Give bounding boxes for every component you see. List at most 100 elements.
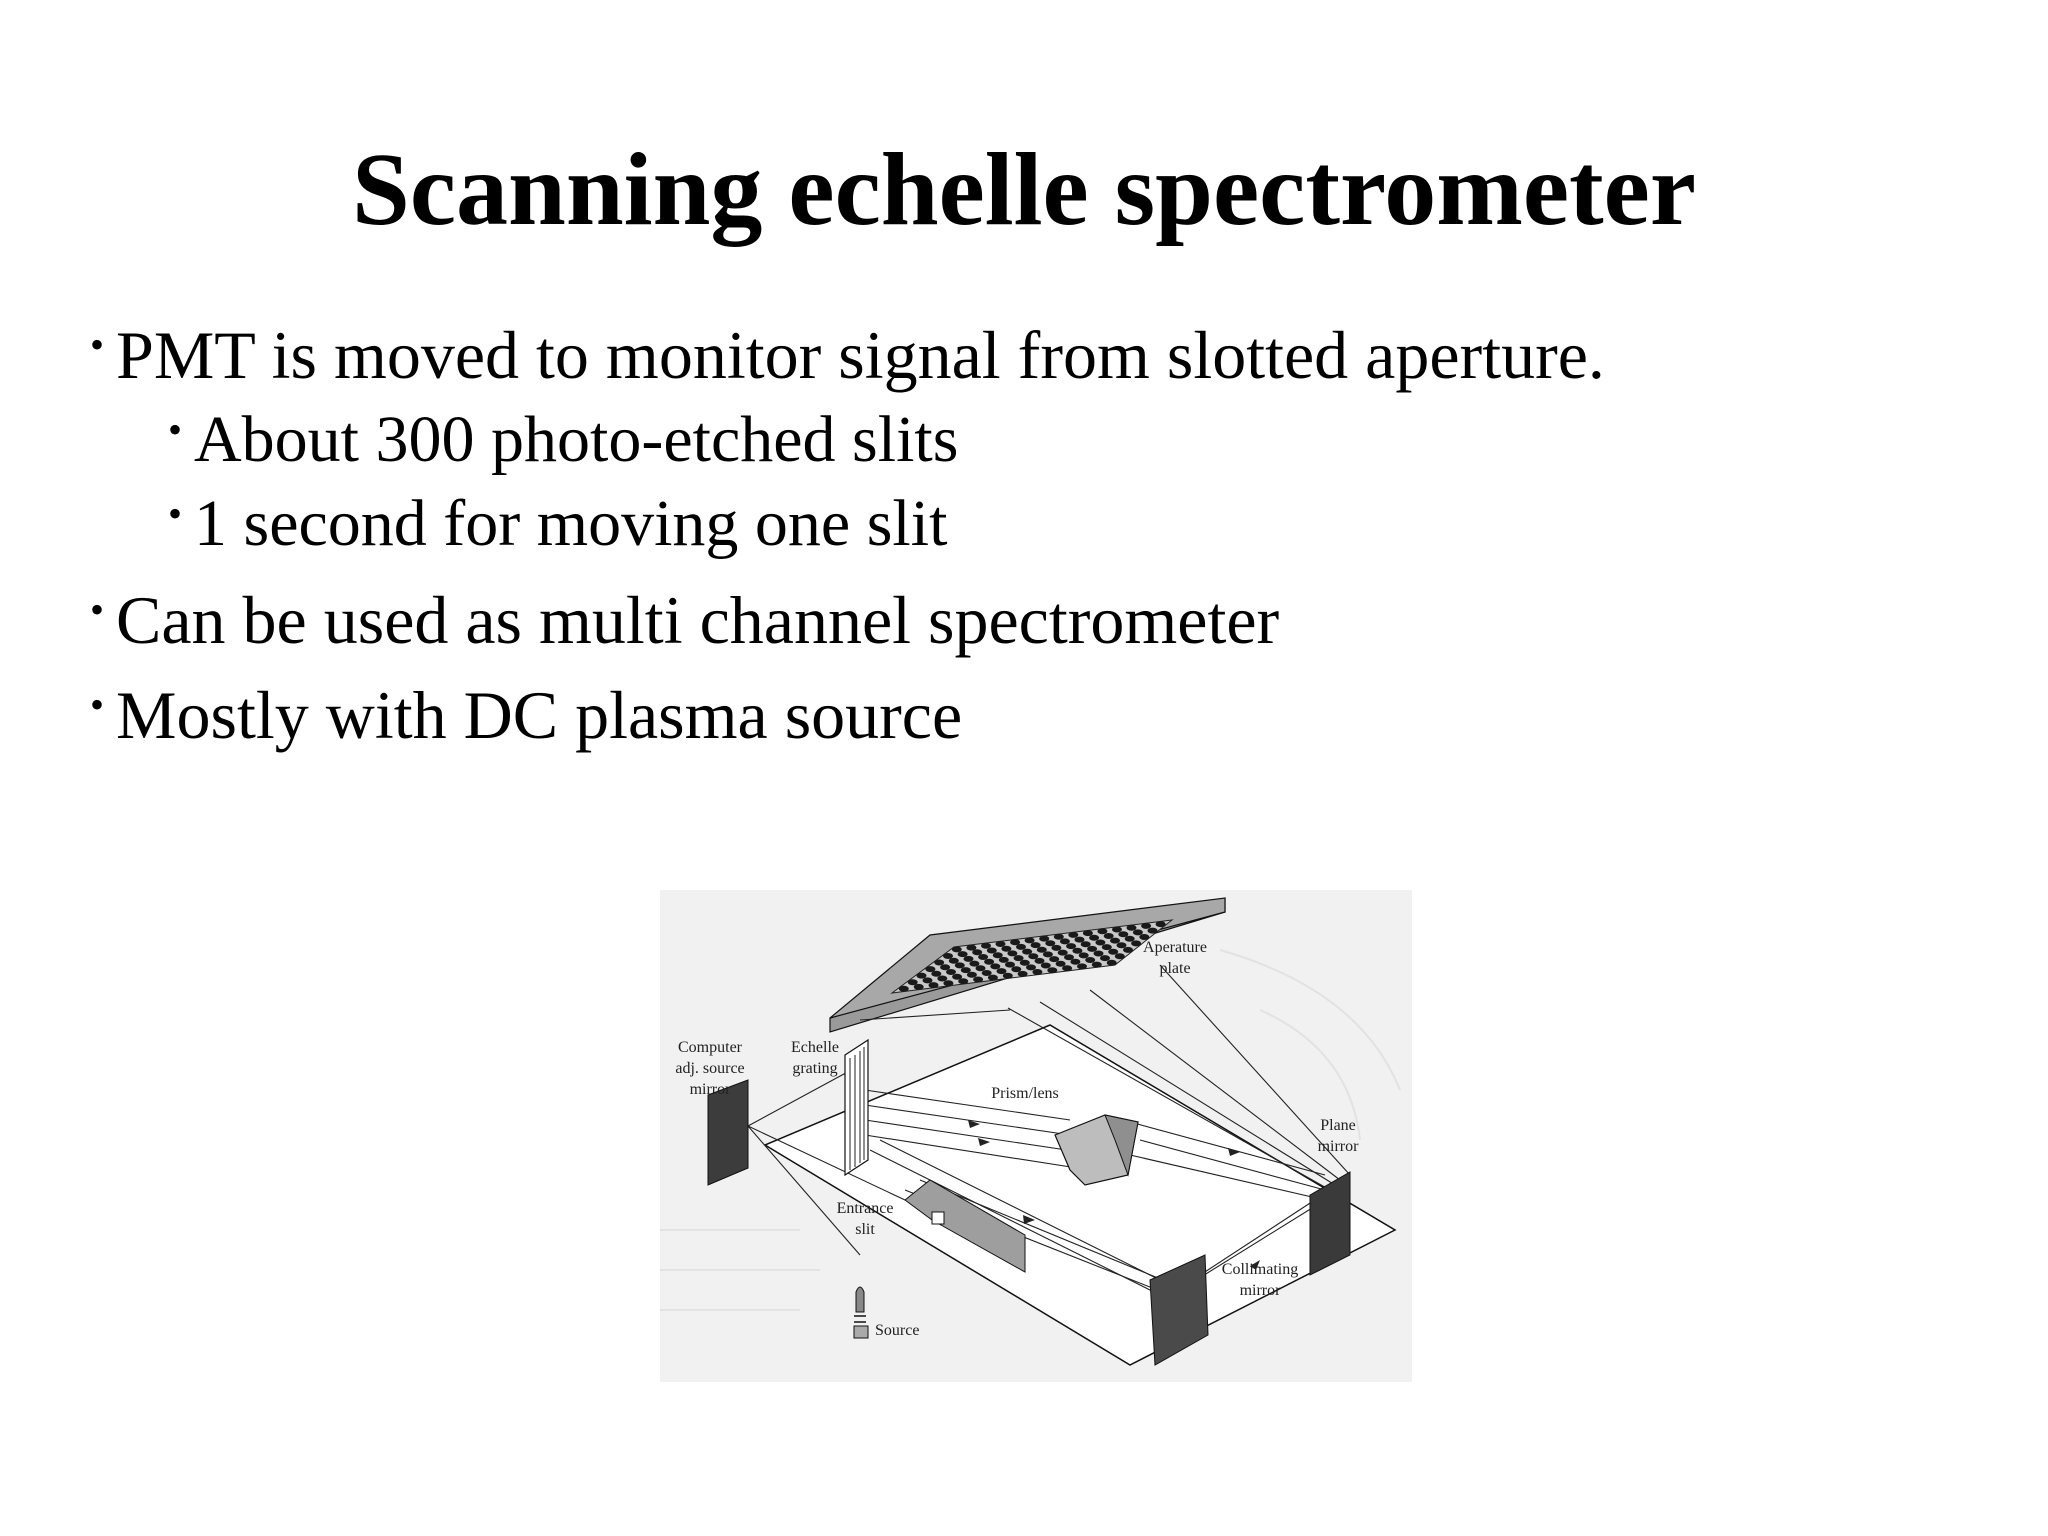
aperture-slot — [1131, 940, 1142, 947]
aperture-slot — [1072, 947, 1083, 954]
aperture-slot — [1011, 966, 1022, 973]
aperture-slot — [940, 964, 951, 971]
sub-bullet-item: •1 second for moving one slit — [168, 484, 947, 564]
aperture-slot — [1100, 955, 1110, 962]
aperture-slot — [1110, 937, 1120, 944]
aperture-slot — [1147, 927, 1158, 934]
spectrometer-diagram-svg: Aperature plate Computer adj. source mir… — [660, 890, 1412, 1382]
aperture-slot — [946, 969, 956, 975]
bullet-dot-icon: • — [168, 491, 183, 536]
source-lamp — [853, 1286, 869, 1339]
aperture-slot — [992, 952, 1003, 959]
aperture-slot — [1087, 945, 1098, 952]
aperture-slot — [1078, 952, 1089, 959]
sub-bullet-item: •About 300 photo-etched slits — [168, 400, 958, 480]
aperture-slots — [898, 921, 1166, 992]
aperture-slot — [995, 941, 1006, 947]
label-echelle-grating: Echelle — [791, 1039, 839, 1056]
aperture-slot — [958, 978, 969, 985]
bullet-item: •Mostly with DC plasma source — [90, 675, 962, 755]
aperture-slot — [1103, 933, 1114, 939]
aperture-slot — [1040, 962, 1051, 969]
aperture-slot — [1010, 939, 1021, 946]
aperture-slot — [1019, 959, 1030, 966]
aperture-slot — [1049, 956, 1060, 963]
aperture-slot — [975, 965, 986, 972]
bullet-item: •Can be used as multi channel spectromet… — [90, 580, 1279, 660]
aperture-slot — [1062, 965, 1073, 972]
bullet-text: About 300 photo-etched slits — [194, 403, 959, 476]
aperture-slot — [1036, 946, 1047, 953]
aperture-slot — [1053, 933, 1064, 940]
aperture-slot — [934, 959, 945, 966]
label-computer-mirror: Computer — [678, 1039, 743, 1056]
aperture-slot — [1026, 964, 1036, 971]
aperture-slot — [937, 975, 948, 982]
aperture-slot — [922, 977, 933, 984]
optical-rays — [747, 964, 1351, 1301]
aperture-slot — [1017, 970, 1028, 977]
aperture-slot — [1089, 934, 1100, 941]
label-aperture-plate: Aperature — [1143, 939, 1207, 956]
label-computer-mirror-2: adj. source — [675, 1060, 744, 1077]
base-platform — [763, 1024, 1397, 1366]
aperture-slot — [1059, 938, 1070, 945]
aperture-slot — [1068, 931, 1079, 938]
aperture-slot — [1155, 921, 1166, 928]
aperture-slot — [1028, 953, 1039, 960]
aperture-slot — [981, 942, 991, 949]
aperture-slot — [1101, 944, 1112, 951]
collimating-mirror — [1149, 1254, 1209, 1366]
label-collimating-mirror-2: mirror — [1240, 1282, 1282, 1299]
bullet-text: PMT is moved to monitor signal from slot… — [116, 317, 1605, 393]
aperture-slot — [1114, 953, 1125, 960]
aperture-slot — [1091, 961, 1102, 968]
bullet-item: •PMT is moved to monitor signal from slo… — [90, 315, 1605, 395]
aperture-slot — [960, 967, 971, 974]
aperture-slot — [963, 955, 974, 962]
ray-arrowheads — [968, 1120, 1260, 1270]
aperture-slot — [1106, 959, 1117, 966]
aperture-slot — [972, 949, 983, 956]
aperture-slot — [1022, 948, 1033, 955]
bullet-text: Mostly with DC plasma source — [116, 677, 963, 753]
aperture-slot — [1001, 945, 1012, 952]
aperture-slot — [1064, 954, 1074, 961]
bullet-dot-icon: • — [90, 587, 105, 632]
aperture-slot — [1045, 940, 1056, 947]
aperture-slot — [996, 968, 1007, 975]
aperture-slot — [1034, 957, 1045, 964]
bullet-dot-icon: • — [90, 322, 105, 367]
aperture-slot — [1024, 937, 1035, 944]
aperture-slot — [987, 974, 998, 981]
aperture-slot — [1080, 941, 1091, 948]
aperture-slot — [1051, 944, 1062, 951]
prism-lens — [1054, 1114, 1139, 1186]
aperture-slot — [1123, 946, 1133, 953]
label-prism-lens: Prism/lens — [991, 1085, 1059, 1102]
aperture-slot — [1070, 958, 1081, 965]
aperture-slot — [925, 966, 936, 973]
aperture-slot — [957, 951, 968, 958]
aperture-slot — [1082, 930, 1093, 937]
aperture-slot — [1007, 950, 1018, 957]
aperture-slot — [1042, 951, 1053, 958]
aperture-slot — [1039, 935, 1050, 942]
aperture-slot — [916, 972, 927, 979]
slide-title: Scanning echelle spectrometer — [352, 132, 1696, 247]
aperture-slot — [973, 976, 984, 983]
aperture-slot — [943, 953, 953, 959]
aperture-slot — [978, 954, 989, 960]
label-plane-mirror: Plane — [1320, 1117, 1356, 1134]
aperture-slot — [1132, 929, 1143, 936]
aperture-slot — [1139, 934, 1150, 940]
aperture-slot — [1032, 969, 1043, 975]
aperture-slot — [1002, 972, 1013, 979]
aperture-slot — [1126, 924, 1137, 931]
aperture-slot — [1097, 928, 1108, 935]
aperture-slot — [1124, 935, 1135, 942]
label-source: Source — [875, 1322, 919, 1339]
aperture-slot — [1005, 961, 1015, 968]
aperture-slot — [981, 970, 992, 976]
aperture-slot — [928, 982, 939, 989]
